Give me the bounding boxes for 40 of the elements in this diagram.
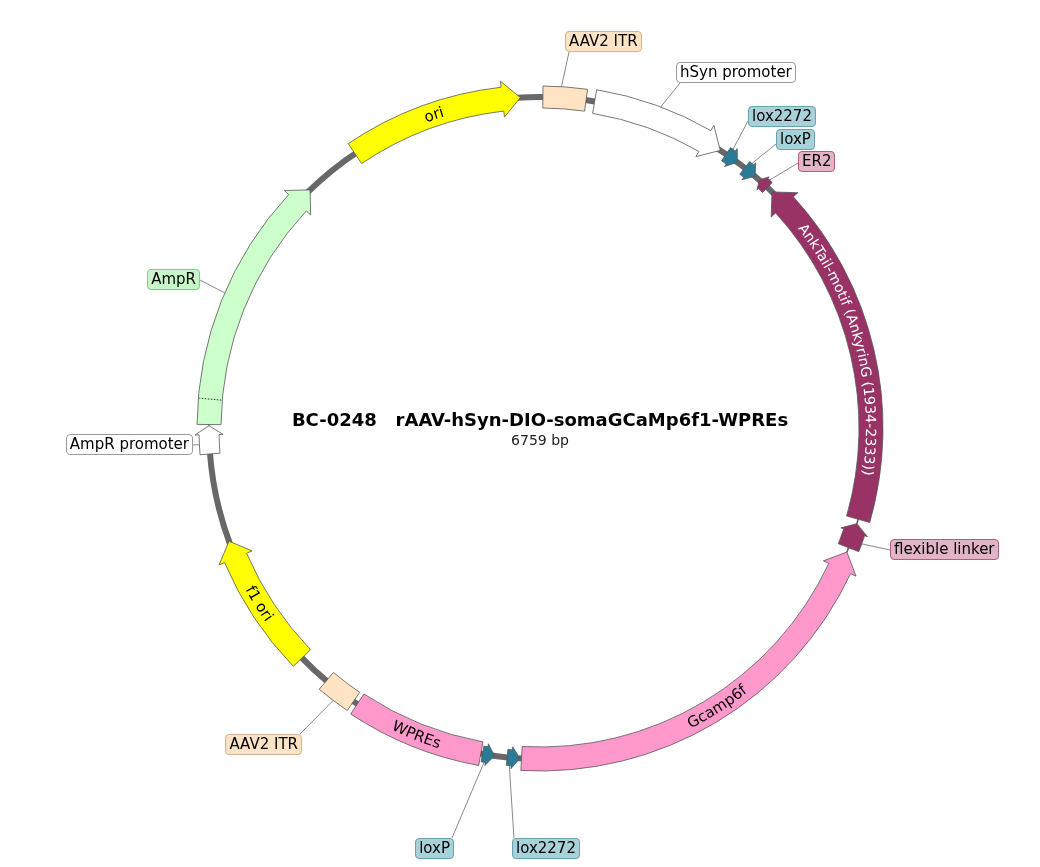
leader-line [560, 51, 570, 88]
callout-label: lox2272 [512, 838, 580, 859]
feature-block [350, 693, 484, 766]
leader-line [508, 765, 515, 839]
leader-line [732, 120, 749, 150]
plasmid-title: BC-0248 rAAV-hSyn-DIO-somaGCaMp6f1-WPREs [291, 409, 789, 431]
leader-line [451, 761, 485, 839]
feature-segment [480, 743, 495, 766]
callout-label: flexible linker [890, 539, 999, 560]
feature-segment [837, 523, 868, 553]
feature-segment [721, 147, 738, 167]
callout-label: ER2 [798, 151, 836, 172]
callout-label: AAV2 ITR [225, 734, 302, 755]
leader-line [751, 143, 777, 164]
callout-label: hSyn promoter [676, 62, 796, 83]
callout-label: loxP [415, 838, 454, 859]
leader-line [199, 279, 226, 294]
feature-block [318, 672, 361, 711]
feature-segment [218, 540, 311, 667]
callout-label: lox2272 [748, 106, 816, 127]
feature-segment [756, 176, 773, 193]
feature-segment [739, 161, 757, 181]
leader-line [861, 543, 891, 551]
feature-segment [592, 89, 721, 157]
leader-line [299, 699, 334, 735]
callout-label: AmpR [147, 269, 200, 290]
feature-segment [520, 551, 857, 771]
feature-label: ori [421, 102, 446, 127]
leader-line [660, 82, 681, 108]
leader-line [769, 162, 799, 181]
feature-segment [505, 746, 521, 770]
feature-block [542, 85, 588, 112]
feature-segment [194, 425, 224, 456]
callout-label: loxP [776, 129, 815, 150]
leader-line [192, 444, 200, 446]
feature-segment [347, 80, 521, 164]
callout-label: AAV2 ITR [565, 31, 642, 52]
callout-label: AmpR promoter [65, 434, 193, 455]
feature-label: f1 ori [241, 582, 278, 625]
plasmid-size: 6759 bp [511, 431, 569, 449]
